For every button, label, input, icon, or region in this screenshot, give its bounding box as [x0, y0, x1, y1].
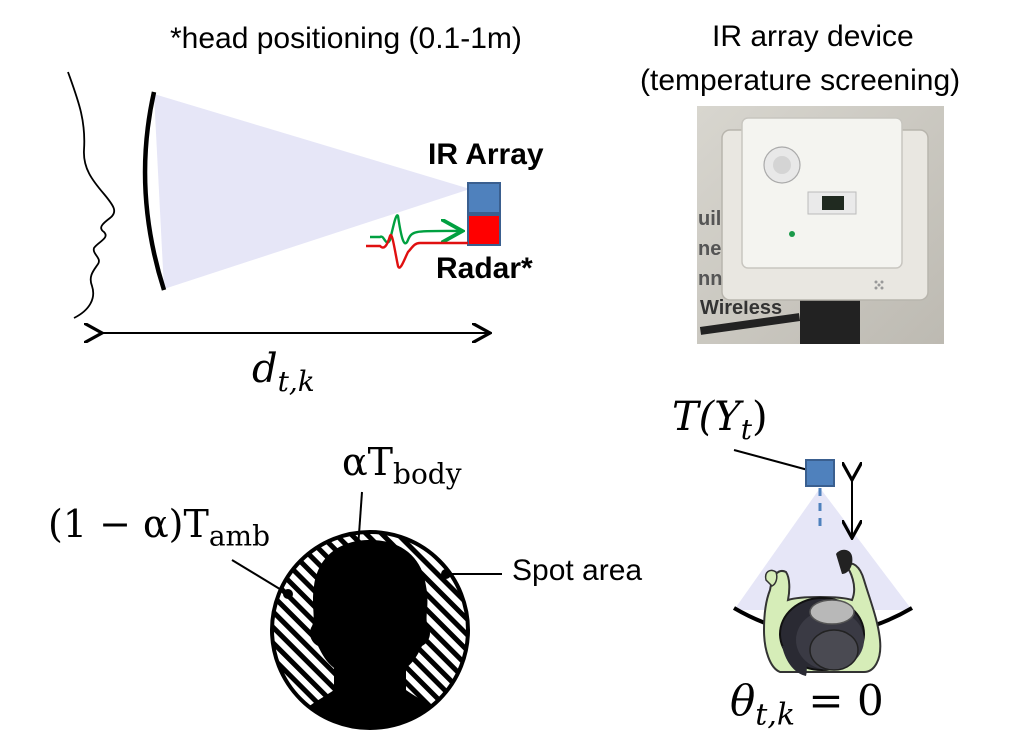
body-temperature-label: αTbody [342, 440, 462, 491]
amb-leader-line [231, 559, 289, 595]
sensor-label-prefix: T(Y [672, 394, 741, 440]
device-caption-line1: IR array device [712, 20, 914, 53]
spot-area-label: Spot area [512, 554, 643, 587]
radar-return-wave [366, 233, 468, 269]
head-positioning-caption: *head positioning (0.1-1m) [170, 22, 522, 55]
ambient-temperature-label: (1 − α)Tamb [48, 502, 270, 553]
device-caption-line2: (temperature screening) [640, 64, 961, 97]
sensor-leader-line [733, 449, 809, 471]
spot-area-panel [231, 491, 502, 730]
distance-subscript: t,k [277, 365, 315, 398]
person-top-view [762, 549, 882, 676]
angle-equals-zero: = 0 [795, 676, 884, 725]
top-view-beam [734, 488, 912, 610]
head-positioning-panel [67, 71, 501, 333]
head-silhouette [290, 540, 452, 728]
body-label-subscript: body [393, 457, 462, 491]
sensor-output-label: T(Yt) [672, 394, 768, 446]
svg-text:ne: ne [698, 238, 721, 260]
ir-beam-cone [154, 94, 470, 289]
photo-caption-text: Wireless [700, 297, 782, 319]
face-profile-outline [67, 71, 116, 319]
sensor-label-subscript: t [740, 413, 752, 446]
top-view-panel [732, 449, 914, 676]
radar-label: Radar* [436, 252, 533, 285]
amb-label-prefix: (1 − α)T [48, 502, 209, 546]
svg-text:nn: nn [698, 268, 722, 290]
distance-label: dt,k [252, 346, 315, 398]
radar-transmit-wave [370, 214, 460, 245]
svg-text:uil: uil [698, 208, 721, 230]
sensor-label-close: ) [751, 394, 768, 440]
angle-var: θ [730, 676, 756, 725]
distance-var: d [252, 346, 278, 392]
body-label-prefix: αT [342, 440, 394, 484]
amb-label-subscript: amb [208, 519, 271, 553]
ir-array-label: IR Array [428, 138, 544, 171]
ir-array-sensor-box [467, 182, 501, 214]
angle-equation-label: θt,k = 0 [730, 676, 884, 732]
angle-subscript: t,k [755, 697, 796, 733]
body-leader-line [357, 491, 363, 549]
radar-sensor-box [467, 214, 501, 246]
top-view-ir-sensor [805, 459, 835, 487]
spot-arc [142, 91, 167, 291]
ir-device-photo: uil ne nn Wireless [697, 106, 944, 344]
